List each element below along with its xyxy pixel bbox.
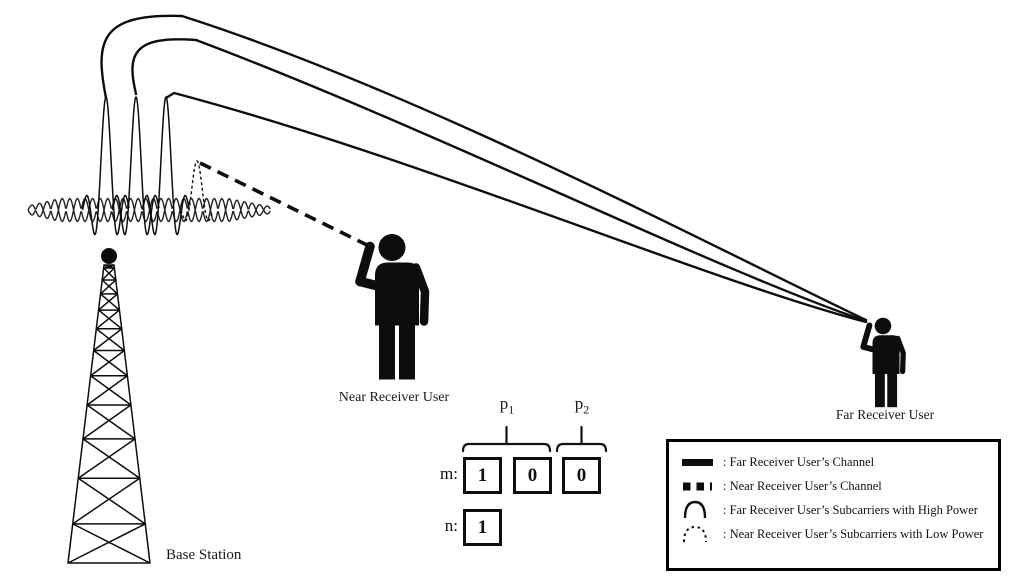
legend-label: : Far Receiver User’s Subcarriers with H… [723,502,978,517]
m-bit-box-0: 1 [463,457,502,494]
sidelobe-chain-lower [27,207,271,223]
legend-row-far-channel: : Far Receiver User’s Channel [681,450,998,474]
thick-solid-line-swatch-icon [681,452,723,472]
p1-base: p [499,394,509,413]
p2-base: p [574,394,584,413]
base-station-tower [67,248,151,564]
far-channel-curve-3 [164,91,868,324]
subcarrier-waveform [27,96,271,236]
near-receiver-user-figure [360,234,425,380]
legend-label: : Near Receiver User’s Subcarriers with … [723,526,984,541]
legend-row-high-power-subcarriers: : Far Receiver User’s Subcarriers with H… [681,498,998,522]
m-bit-box-1: 0 [513,457,552,494]
solid-arc-swatch-icon [681,499,723,521]
far-receiver-user-figure [863,318,903,407]
far-channel-curve-2 [131,38,868,323]
legend-box: : Far Receiver User’s Channel : Near Rec… [666,439,1001,571]
far-channel-curve-1 [100,14,868,322]
antenna-ball [101,248,117,264]
legend-row-near-channel: : Near Receiver User’s Channel [681,474,998,498]
legend-row-low-power-subcarriers: : Near Receiver User’s Subcarriers with … [681,522,998,546]
m-row-label: m: [440,464,458,483]
sidelobe-chain-upper [27,197,271,213]
p-group-braces [461,425,608,453]
m-bit-box-2: 0 [562,457,601,494]
low-power-subcarrier [180,160,214,222]
p2-group-label: p2 [566,394,598,417]
near-channel-dashed-line [199,161,370,248]
legend-label: : Near Receiver User’s Channel [723,478,882,493]
near-receiver-user-label: Near Receiver User [338,390,450,405]
p1-group-label: p1 [491,394,523,417]
tower-lattice [67,264,151,564]
base-station-label: Base Station [166,547,242,563]
thick-dashed-line-swatch-icon [681,476,723,496]
p1-subscript: 1 [508,402,515,417]
n-bit-box-0: 1 [463,509,502,546]
dotted-arc-swatch-icon [681,523,723,545]
p2-subscript: 2 [583,402,590,417]
legend-label: : Far Receiver User’s Channel [723,454,875,469]
n-row-label: n: [444,516,458,535]
far-receiver-user-label: Far Receiver User [835,407,935,422]
far-channel-curves [100,14,868,324]
